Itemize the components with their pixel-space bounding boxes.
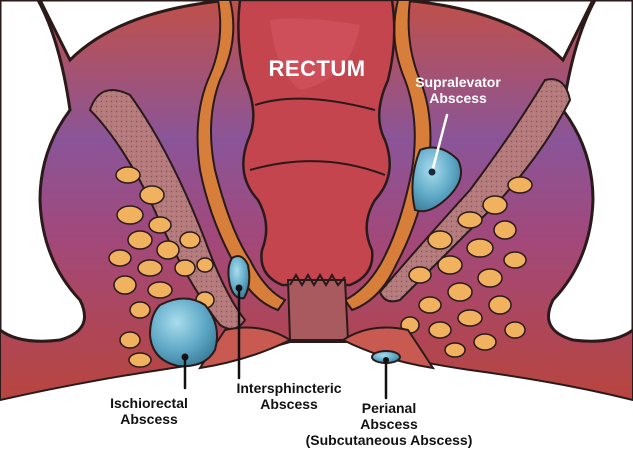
right-sphincter-band [343, 0, 432, 312]
rectal-fold-1 [254, 97, 376, 111]
intersphincteric-abscess-label: Intersphincteric Abscess [236, 380, 342, 412]
anal-canal-folds [289, 273, 346, 287]
rectum-label: RECTUM [268, 56, 366, 81]
rectum [237, 0, 396, 287]
perianal-abscess-label: Perianal Abscess (Subcutaneous Abscess) [305, 400, 473, 448]
intersphincteric-abscess [227, 255, 251, 300]
label-pointers [181, 113, 449, 400]
rectal-fold-2 [249, 160, 386, 176]
right-fat-lobules [400, 176, 533, 358]
left-sphincter-band [196, 0, 287, 312]
ischiorectal-abscess-label: Ischiorectal Abscess [110, 395, 188, 427]
perianal-pointer-dot [383, 357, 389, 363]
left-pelvic-bone [0, 0, 86, 343]
right-bone-upper [402, 0, 595, 63]
left-fat-lobules [108, 166, 215, 368]
right-pelvic-bone [547, 0, 633, 343]
left-bone-upper [38, 0, 231, 63]
supralevator-pointer [430, 113, 449, 174]
ischiorectal-abscess [148, 297, 218, 368]
supralevator-abscess [411, 146, 462, 213]
right-levator-muscle [378, 78, 572, 303]
rectum-highlight [270, 18, 360, 90]
supralevator-pointer-dot [428, 168, 436, 176]
ischiorectal-pointer-dot [181, 353, 189, 361]
supralevator-abscess-label: Supralevator Abscess [415, 74, 501, 106]
intersphincteric-pointer-dot [235, 284, 243, 292]
anal-canal [286, 279, 350, 341]
